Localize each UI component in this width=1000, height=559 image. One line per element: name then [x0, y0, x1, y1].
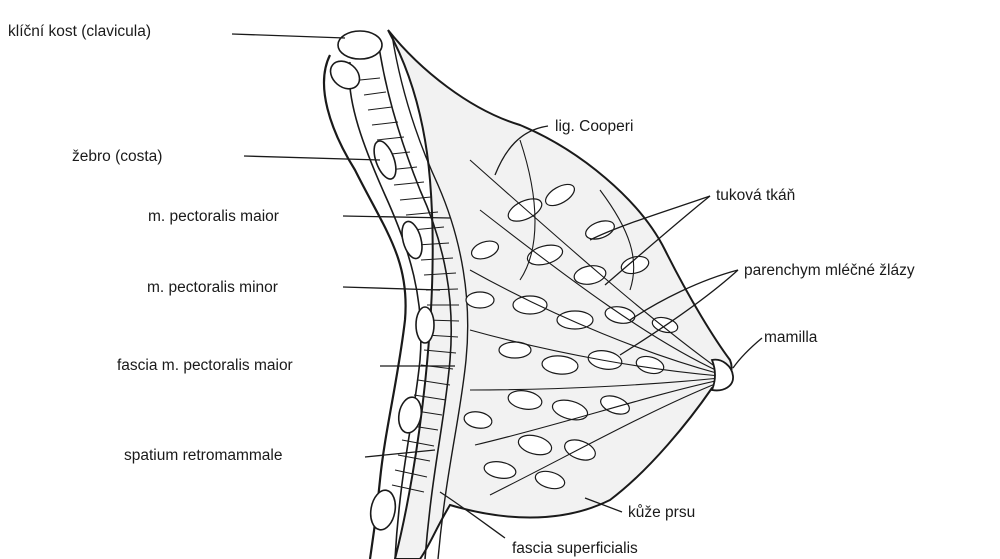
- label-mamilla: mamilla: [764, 329, 818, 346]
- label-tukova-tkan: tuková tkáň: [716, 187, 795, 204]
- anatomy-drawing: [324, 30, 733, 559]
- label-spatium-retromammale: spatium retromammale: [124, 447, 283, 464]
- label-fascia-superficialis: fascia superficialis: [512, 540, 638, 557]
- label-kuze-prsu: kůže prsu: [628, 504, 695, 521]
- label-pectoralis-minor: m. pectoralis minor: [147, 279, 278, 296]
- label-clavicula: klíční kost (clavicula): [8, 23, 151, 40]
- label-parenchym: parenchym mléčné žlázy: [744, 262, 915, 279]
- chest-wall-outline: [324, 55, 406, 559]
- label-fascia-pectoralis: fascia m. pectoralis maior: [117, 357, 293, 374]
- label-costa: žebro (costa): [72, 148, 162, 165]
- label-lig-cooperi: lig. Cooperi: [555, 118, 633, 135]
- label-pectoralis-maior: m. pectoralis maior: [148, 208, 279, 225]
